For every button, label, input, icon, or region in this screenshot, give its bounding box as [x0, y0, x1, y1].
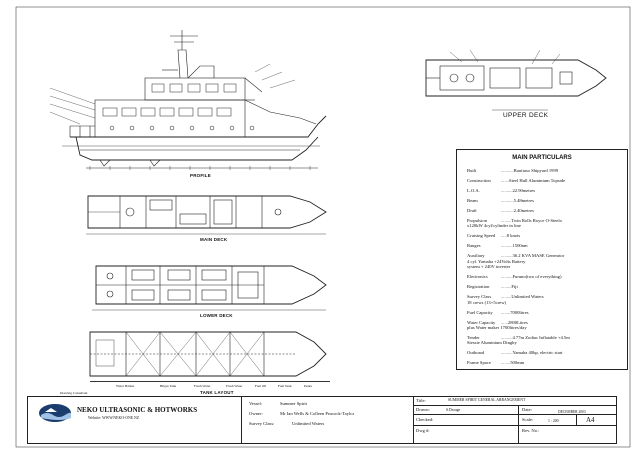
particulars-key: Electronics [467, 274, 488, 280]
profile-label: PROFILE [190, 173, 211, 178]
particulars-value: ..........1500nm [501, 243, 528, 249]
particulars-value: ..........Yamaha 40hp, electric start [501, 350, 563, 356]
tank-cell: Fresh Water [194, 384, 211, 388]
scale-label: Scale: [522, 417, 534, 422]
particulars-row: Fuel Capacity ........7000litres [467, 310, 625, 315]
profile-view [49, 30, 327, 170]
main-particulars-box: MAIN PARTICULARS Built ...........Bonitas… [456, 149, 628, 370]
particulars-value: ......2800Litres plus Water maker 1700li… [467, 319, 528, 330]
particulars-row: Built ...........Bonitaso Shipyard 1999 [467, 168, 625, 173]
drawn-value: S.Droage [446, 408, 461, 412]
survey-class-label: Survey Class: [249, 421, 275, 426]
particulars-row: Construction .......Steel Hull Aluminium … [467, 178, 625, 183]
particulars-value: ...........2.40metres [501, 208, 534, 213]
title-block: NEKO ULTRASONIC & HOTWORKS Website: WWW.… [27, 396, 617, 444]
date-label: Date: [522, 407, 532, 412]
tank-cell: Water Ballast [116, 384, 135, 388]
checked-label: Checked: [416, 417, 434, 422]
particulars-value: .......Steel Hull Aluminium Topside [501, 178, 566, 183]
owner-label: Owner: [249, 411, 263, 416]
particulars-row: L.O.A. ..........22.90metres [467, 188, 625, 193]
tank-cell: Fresh Water [226, 384, 243, 388]
particulars-key: Propulsion [467, 218, 487, 223]
particulars-value: ...........5.48metres [501, 198, 534, 203]
particulars-key: Draft [467, 208, 477, 213]
survey-class-value: Unlimited Waters [292, 421, 325, 426]
particulars-key: Tender [467, 335, 480, 340]
title-label: Title: [416, 398, 426, 403]
particulars-key: Fuel Capacity [467, 309, 493, 315]
date-value: DECEMBER 2003 [558, 410, 586, 414]
tank-layout-label: TANK LAYOUT [200, 390, 234, 395]
tank-cell: Bilges Tank [160, 384, 177, 388]
upper-deck-view [425, 49, 607, 111]
particulars-row: Beam ...........5.48metres [467, 198, 625, 203]
particulars-value: ...........Bonitaso Shipyard 1999 [501, 168, 559, 173]
tank-legend-strip: Water Ballast Bilges Tank Fresh Water Fr… [90, 381, 330, 391]
particulars-value: .........Unlimited Waters 18 crews (13+5… [467, 294, 544, 305]
particulars-key: Survey Class [467, 294, 492, 300]
particulars-row: Auxiliary..........36.2 KVA MASE Generat… [467, 253, 625, 269]
particulars-row: Survey Class.........Unlimited Waters 18… [467, 294, 625, 305]
particulars-row: Outboard ..........Yamaha 40hp, electric … [467, 350, 625, 355]
particulars-row: Ranges ..........1500nm [467, 243, 625, 248]
drawing-title: SUMMER SPIRIT GENERAL ARRANGEMENT [448, 398, 526, 402]
particulars-title: MAIN PARTICULARS [512, 155, 572, 161]
particulars-value: ..........4.77m Zodiac Inflatable +4.5m … [467, 335, 570, 346]
vessel-label: Vessel: [249, 401, 263, 406]
particulars-key: Registration [467, 284, 490, 290]
scale-value: 1 : 200 [548, 419, 559, 423]
lower-deck-view [92, 265, 327, 311]
tank-layout-view [89, 331, 327, 377]
particulars-row: Registration .........Fiji [467, 284, 625, 289]
drawing-consultant-note: Drawing Consultant [60, 391, 88, 395]
particulars-key: Cruising Speed [467, 233, 496, 239]
particulars-row: Tender..........4.77m Zodiac Inflatable … [467, 335, 625, 346]
company-logo-icon [39, 404, 71, 422]
particulars-key: Frame Space [467, 360, 491, 366]
main-deck-view [86, 195, 327, 235]
dwg-label: Dwg #: [416, 428, 430, 433]
particulars-value: ..........Furuno(two of everything) [501, 274, 562, 280]
sheet-size: A4 [586, 416, 595, 424]
particulars-key: Built [467, 168, 477, 173]
particulars-key: Auxiliary [467, 253, 485, 259]
rev-label: Rev. No.: [522, 428, 540, 433]
tank-cell: Peaks [304, 384, 312, 388]
upper-deck-label: UPPER DECK [503, 112, 549, 119]
particulars-value: .........Fiji [501, 284, 518, 290]
particulars-value: ........500mm [501, 360, 525, 366]
particulars-row: Draft ...........2.40metres [467, 208, 625, 213]
company-website: Website: WWW.NEKO-ONE.NZ [88, 416, 140, 420]
vessel-value: Summer Spirit [280, 401, 307, 406]
company-name: NEKO ULTRASONIC & HOTWORKS [77, 406, 198, 414]
tank-cell: Fuel Tank [278, 384, 292, 388]
particulars-row: Frame Space ........500mm [467, 360, 625, 365]
particulars-row: Water Capacity......2800Litres plus Wate… [467, 320, 625, 331]
lower-deck-label: LOWER DECK [200, 313, 233, 318]
particulars-row: Propulsion.........Twin Rolls Royce O-St… [467, 218, 625, 229]
particulars-value: ..........22.90metres [501, 188, 536, 193]
particulars-key: Ranges [467, 243, 481, 249]
tank-cell: Fuel Oil [255, 384, 267, 388]
particulars-key: Construction [467, 178, 491, 183]
particulars-row: Cruising Speed .....8 knots [467, 233, 625, 238]
particulars-key: Outboard [467, 350, 485, 356]
particulars-value: ........7000litres [501, 309, 529, 315]
particulars-row: Electronics ..........Furuno(two of every… [467, 274, 625, 279]
drawn-label: Drawn: [416, 407, 430, 412]
owner-value: Mr Ian Wells & Colleen Peacock-Taylor [280, 411, 355, 416]
particulars-value: .....8 knots [501, 233, 521, 239]
particulars-value: ..........36.2 KVA MASE Generator 4 cyl.… [467, 253, 565, 270]
particulars-key: L.O.A. [467, 188, 480, 193]
particulars-value: .........Twin Rolls Royce O-Steelo x120k… [467, 218, 562, 229]
main-deck-label: MAIN DECK [200, 237, 228, 242]
particulars-key: Water Capacity [467, 319, 496, 325]
particulars-key: Beam [467, 198, 478, 203]
